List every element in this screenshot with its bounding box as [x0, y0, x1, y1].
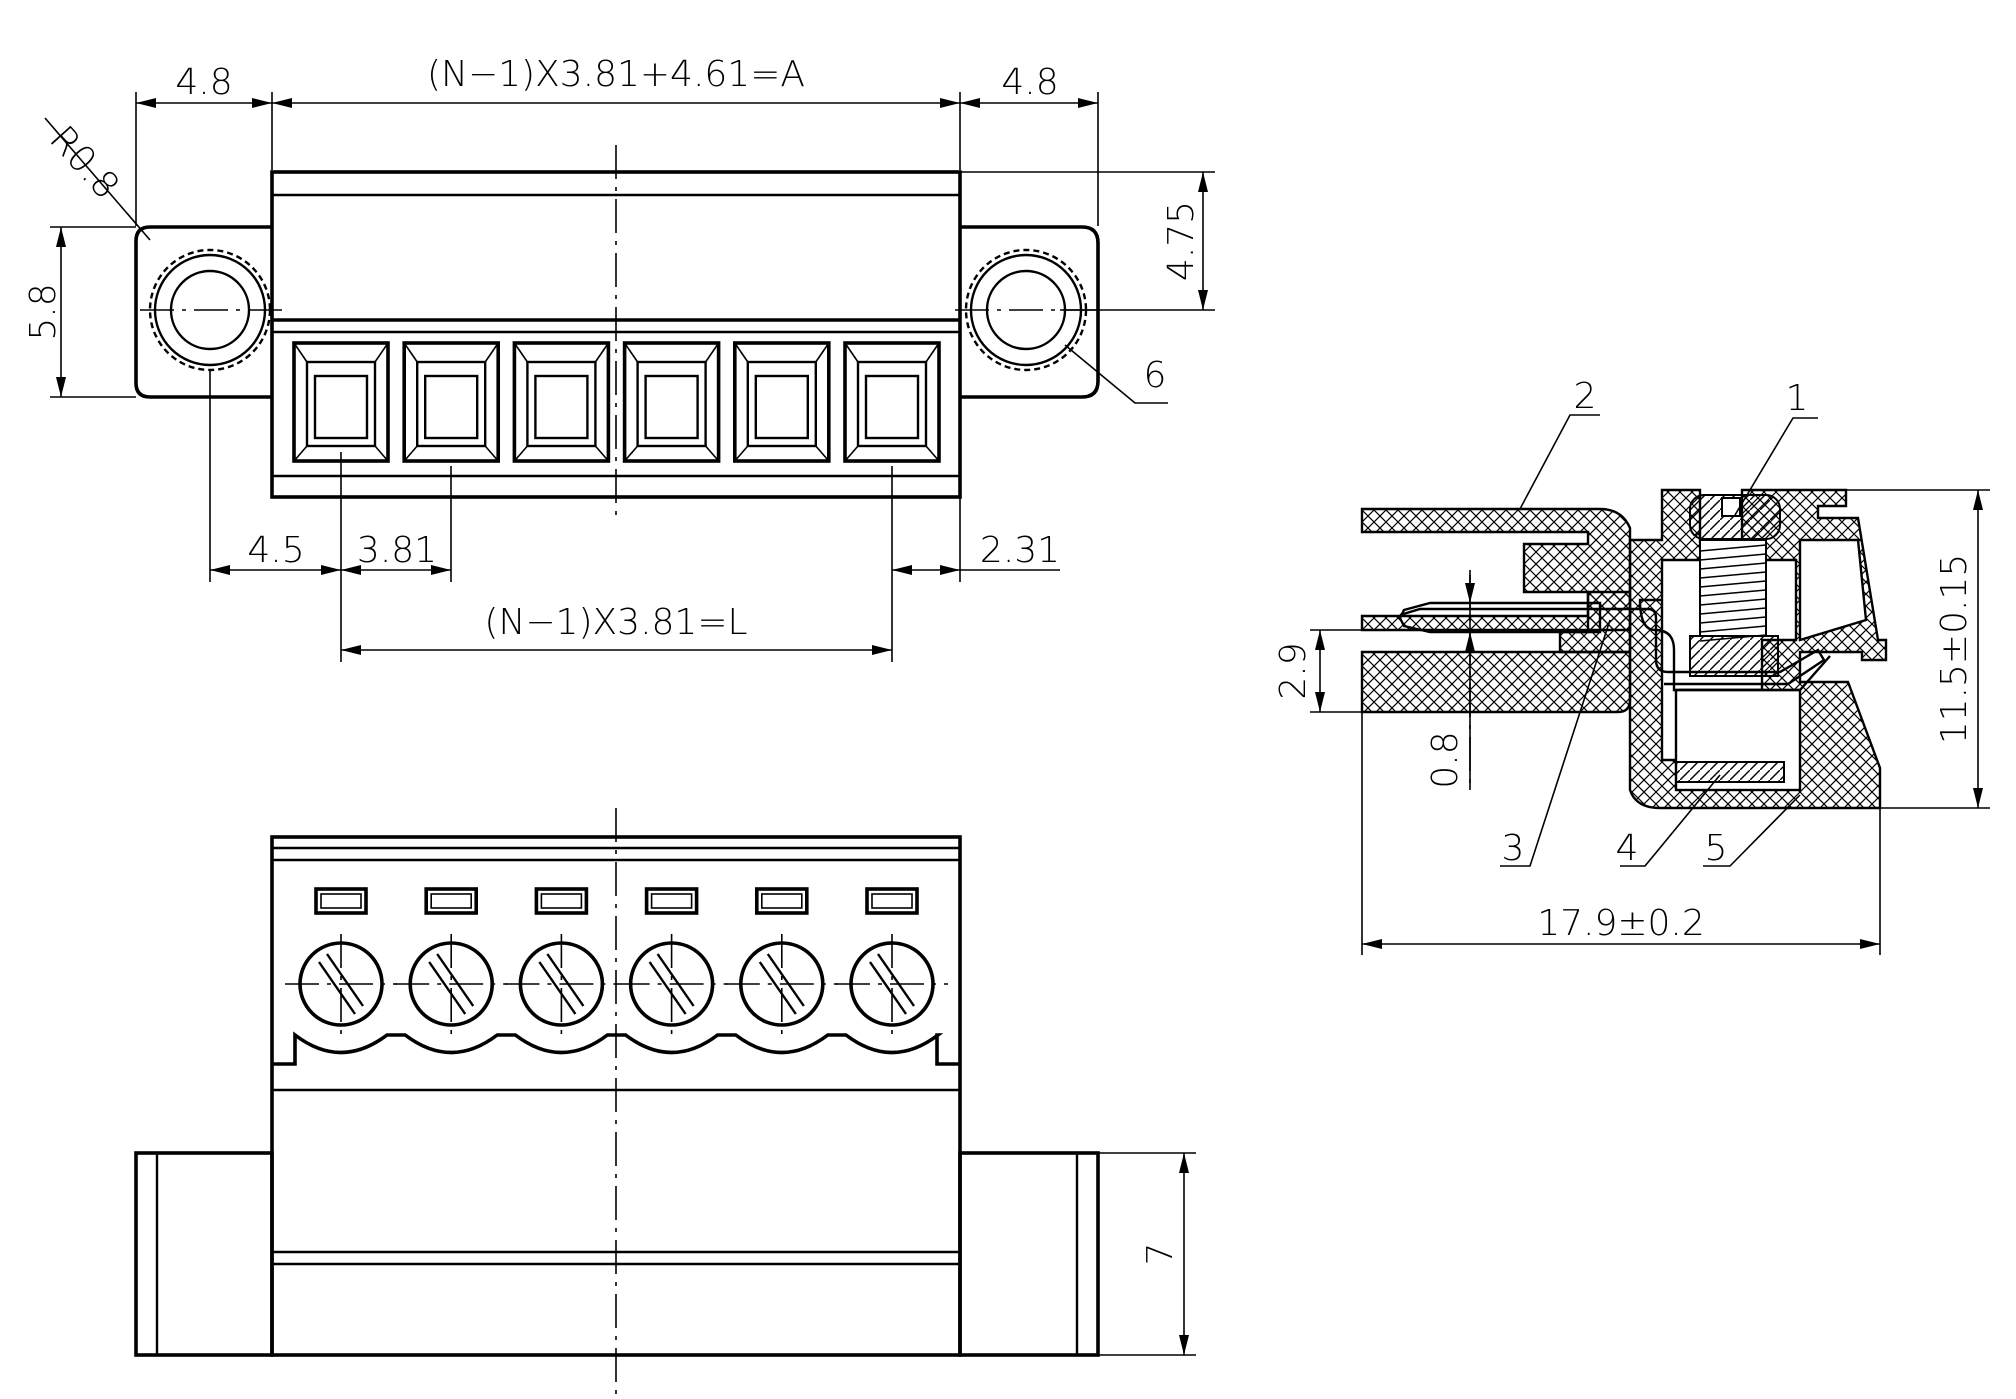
terminal-opening — [292, 341, 390, 463]
top-dimensions — [44, 92, 1215, 662]
right-ear — [960, 225, 1100, 399]
dim-formula-a: (N−1)X3.81+4.61=A — [427, 54, 805, 95]
callout-1: 1 — [1786, 378, 1809, 419]
dim-ear-height: 5.8 — [23, 283, 64, 340]
section-pin — [1398, 601, 1602, 634]
front-view: 7 — [134, 808, 1196, 1399]
dim-side-height: 11.5±0.15 — [1934, 554, 1975, 744]
terminal-opening — [843, 341, 941, 463]
terminal-opening — [402, 341, 501, 463]
dim-side-length: 17.9±0.2 — [1537, 903, 1705, 944]
dim-side-pin-thickness: 0.8 — [1425, 731, 1466, 788]
dim-top-left-ear: 4.8 — [175, 62, 232, 103]
terminal-screw — [836, 887, 948, 1040]
dim-bottom-height: 7 — [1140, 1243, 1181, 1266]
section-clamp-bottom — [1675, 761, 1785, 783]
section-clamp-nut — [1689, 635, 1779, 677]
leader-5 — [1703, 794, 1801, 867]
dim-upper-height: 4.75 — [1161, 201, 1202, 281]
terminal-screw — [725, 887, 838, 1040]
dim-hole-offset: 4.5 — [247, 530, 304, 571]
leader-2 — [1519, 414, 1600, 510]
section-screw-thread — [1699, 539, 1767, 642]
leader-4 — [1620, 774, 1721, 867]
front-left-flange — [134, 1151, 274, 1357]
front-scallop-contour — [272, 1031, 960, 1066]
terminal-opening — [732, 341, 831, 463]
front-right-flange — [958, 1151, 1100, 1357]
callout-5: 5 — [1705, 828, 1728, 869]
terminal-screw — [285, 887, 397, 1040]
callout-2: 2 — [1574, 376, 1597, 417]
dim-side-pin-height: 2.9 — [1273, 642, 1314, 699]
terminal-screw — [615, 887, 728, 1040]
side-section-view: 2.9 0.8 11.5±0.15 17.9±0.2 1 2 3 4 5 — [1273, 376, 1990, 955]
dim-top-right-ear: 4.8 — [1001, 62, 1058, 103]
dim-radius: R0.8 — [41, 119, 127, 208]
terminal-openings — [292, 341, 941, 463]
left-ear — [134, 225, 272, 399]
callout-3: 3 — [1502, 828, 1525, 869]
dim-pitch: 3.81 — [357, 530, 437, 571]
terminal-opening — [622, 341, 721, 463]
leader-1 — [1734, 417, 1818, 516]
terminal-screws — [285, 887, 948, 1040]
terminal-opening — [512, 341, 611, 463]
leader-3 — [1500, 619, 1611, 867]
dim-formula-l: (N−1)X3.81=L — [484, 602, 747, 643]
callout-6: 6 — [1144, 355, 1167, 396]
terminal-screw — [505, 887, 618, 1040]
terminal-screw — [395, 887, 508, 1040]
callout-4: 4 — [1616, 828, 1639, 869]
dim-end-offset: 2.31 — [980, 530, 1060, 571]
top-view: 4.8 (N−1)X3.81+4.61=A 4.8 R0.8 5.8 4.75 … — [23, 54, 1215, 662]
